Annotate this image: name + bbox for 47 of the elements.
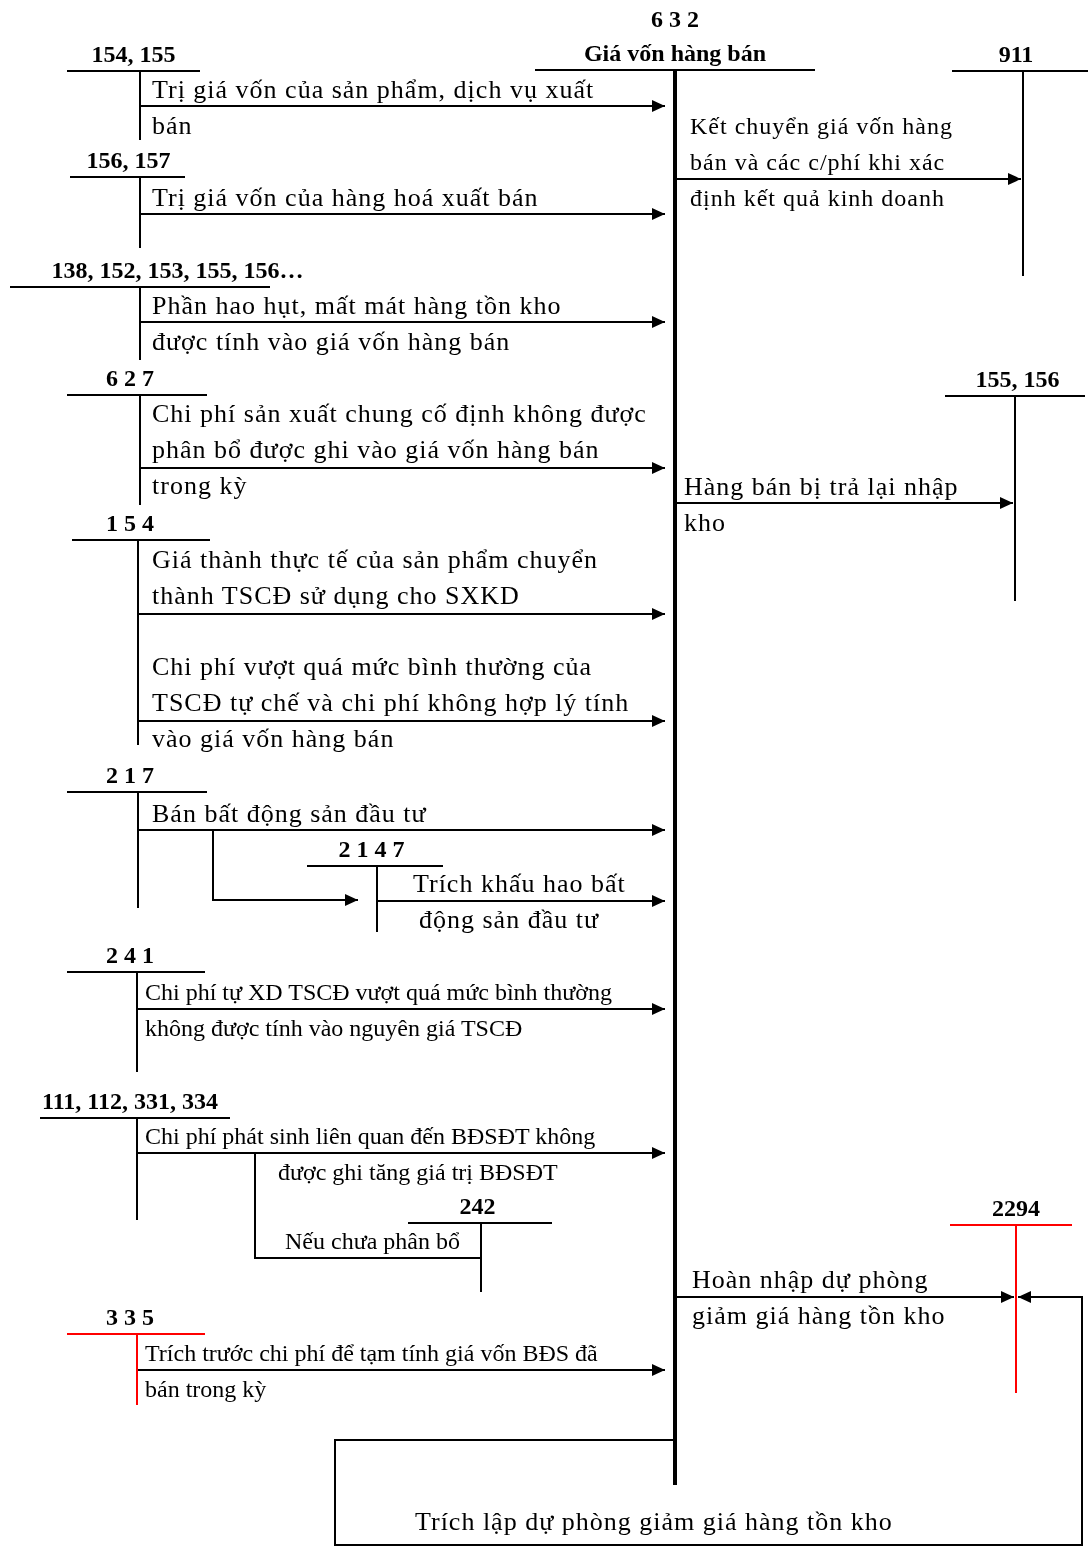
account-number: 2 1 4 7 (338, 836, 405, 862)
edge-label: Trị giá vốn của hàng hoá xuất bán (152, 182, 540, 214)
edge-label: Kết chuyển giá vốn hàng bán và các c/phí khi xác định kết quả kinh doanh (690, 112, 954, 213)
account-number: 138, 152, 153, 155, 156… (51, 257, 304, 283)
account-number: 2 4 1 (106, 942, 154, 968)
edge-label: Hoàn nhập dự phòng giảm giá hàng tồn kho (692, 1264, 947, 1332)
arrow (140, 208, 666, 220)
arrow (138, 608, 666, 620)
arrow (137, 1003, 666, 1015)
account-title: Giá vốn hàng bán (583, 40, 767, 66)
account-number: 3 3 5 (106, 1304, 154, 1330)
arrow (676, 497, 1014, 509)
edge-label: Chi phí vượt quá mức bình thường của TSCĐ tự chế và chi phí không hợp lý tính vào giá vốn hàng bán (152, 651, 631, 755)
edge-label: Hàng bán bị trả lại nhập kho (684, 471, 960, 539)
account-number: 2294 (992, 1195, 1040, 1221)
edge-label: Bán bất động sản đầu tư (152, 798, 428, 830)
account-number: 155, 156 (975, 366, 1060, 392)
arrow (140, 462, 666, 474)
account-number: 154, 155 (91, 41, 176, 67)
arrow (140, 100, 666, 112)
connector-line (137, 1152, 481, 1259)
arrow (138, 715, 666, 727)
arrow (138, 829, 359, 906)
account-number: 111, 112, 331, 334 (42, 1088, 218, 1114)
account-number: 2 1 7 (106, 762, 154, 788)
edge-label: Trị giá vốn của sản phẩm, dịch vụ xuất bán (152, 74, 596, 142)
account-number: 6 3 2 (651, 6, 699, 32)
account-number: 6 2 7 (106, 365, 154, 391)
account-number: 911 (998, 41, 1034, 67)
account-number: 156, 157 (86, 147, 171, 173)
edge-label: Nếu chưa phân bổ (285, 1227, 461, 1256)
arrow (377, 895, 666, 907)
edge-label: Trích trước chi phí để tạm tính giá vốn BĐS đã bán trong kỳ (145, 1339, 599, 1404)
edge-label: Phần hao hụt, mất mát hàng tồn kho được tính vào giá vốn hàng bán (152, 290, 563, 358)
account-number: 1 5 4 (106, 510, 154, 536)
arrow (334, 1291, 1083, 1546)
arrow (676, 1291, 1015, 1303)
edge-label: Trích khấu hao bất động sản đầu tư (413, 868, 627, 936)
edge-label: Giá thành thực tế của sản phẩm chuyển thành TSCĐ sử dụng cho SXKD (152, 544, 599, 612)
account-number: 242 (459, 1193, 496, 1219)
edge-label: Chi phí phát sinh liên quan đến BĐSĐT không được ghi tăng giá trị BĐSĐT (145, 1122, 597, 1187)
edge-label: Trích lập dự phòng giảm giá hàng tồn kho (415, 1506, 894, 1538)
arrow (676, 173, 1022, 185)
arrow (137, 1364, 666, 1376)
edge-label: Chi phí tự XD TSCĐ vượt quá mức bình thường không được tính vào nguyên giá TSCĐ (145, 978, 613, 1043)
edge-label: Chi phí sản xuất chung cố định không được phân bổ được ghi vào giá vốn hàng bán trong kỳ (152, 398, 648, 502)
arrow (140, 316, 666, 328)
